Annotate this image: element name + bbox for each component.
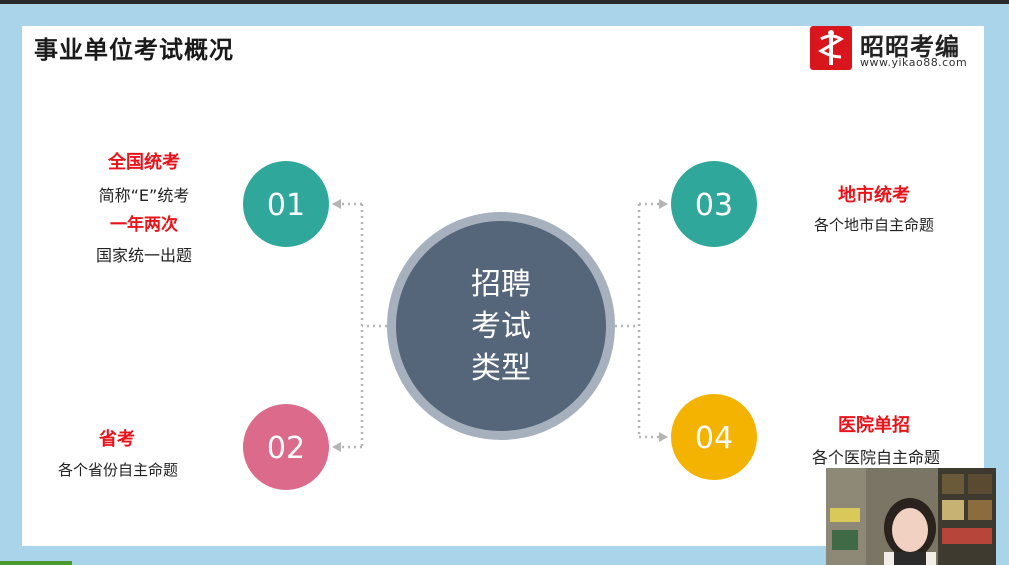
node-03-title: 地市统考	[838, 185, 910, 206]
node-01-title: 全国统考	[108, 152, 180, 173]
arrow-to-04	[659, 432, 668, 442]
status-strip	[0, 561, 72, 565]
window-top-bezel	[0, 0, 1009, 4]
node-03-circle	[671, 161, 757, 247]
brand-logo: 昭昭考编 www.yikao88.com	[810, 26, 980, 72]
node-01-highlight: 一年两次	[110, 215, 178, 235]
center-circle	[396, 221, 606, 431]
node-04-title: 医院单招	[838, 415, 910, 436]
center-line-3: 类型	[471, 351, 531, 386]
node-03-number: 03	[695, 188, 733, 223]
right-connectors	[615, 202, 660, 439]
node-01-line2: 国家统一出题	[95, 246, 192, 265]
logo-url: www.yikao88.com	[860, 56, 968, 69]
node-02-number: 02	[267, 431, 305, 466]
slide: 事业单位考试概况 昭昭考编 www.yikao88.com	[22, 26, 984, 546]
node-02-title: 省考	[99, 429, 135, 450]
center-line-2: 考试	[471, 309, 531, 344]
left-connectors	[340, 202, 387, 449]
node-01-circle	[243, 161, 329, 247]
arrow-to-03	[659, 199, 668, 209]
logo-name: 昭昭考编	[860, 33, 960, 61]
center-line-1: 招聘	[471, 267, 531, 302]
node-01-number: 01	[267, 188, 305, 223]
presenter-webcam	[826, 468, 996, 565]
node-04-circle	[671, 394, 757, 480]
logo-emblem-icon	[810, 26, 852, 70]
recruitment-exam-diagram: 招聘 考试 类型 01 02 03 04	[243, 161, 757, 490]
node-04-number: 04	[695, 421, 733, 456]
node-02-circle	[243, 404, 329, 490]
node-04-line1: 各个医院自主命题	[811, 448, 940, 467]
arrow-to-02	[332, 442, 341, 452]
arrow-to-01	[332, 199, 341, 209]
node-03-line1: 各个地市自主命题	[813, 216, 934, 234]
node-01-line1: 简称“E”统考	[98, 186, 190, 205]
node-02-line1: 各个省份自主命题	[57, 461, 178, 479]
slide-title: 事业单位考试概况	[34, 36, 234, 64]
